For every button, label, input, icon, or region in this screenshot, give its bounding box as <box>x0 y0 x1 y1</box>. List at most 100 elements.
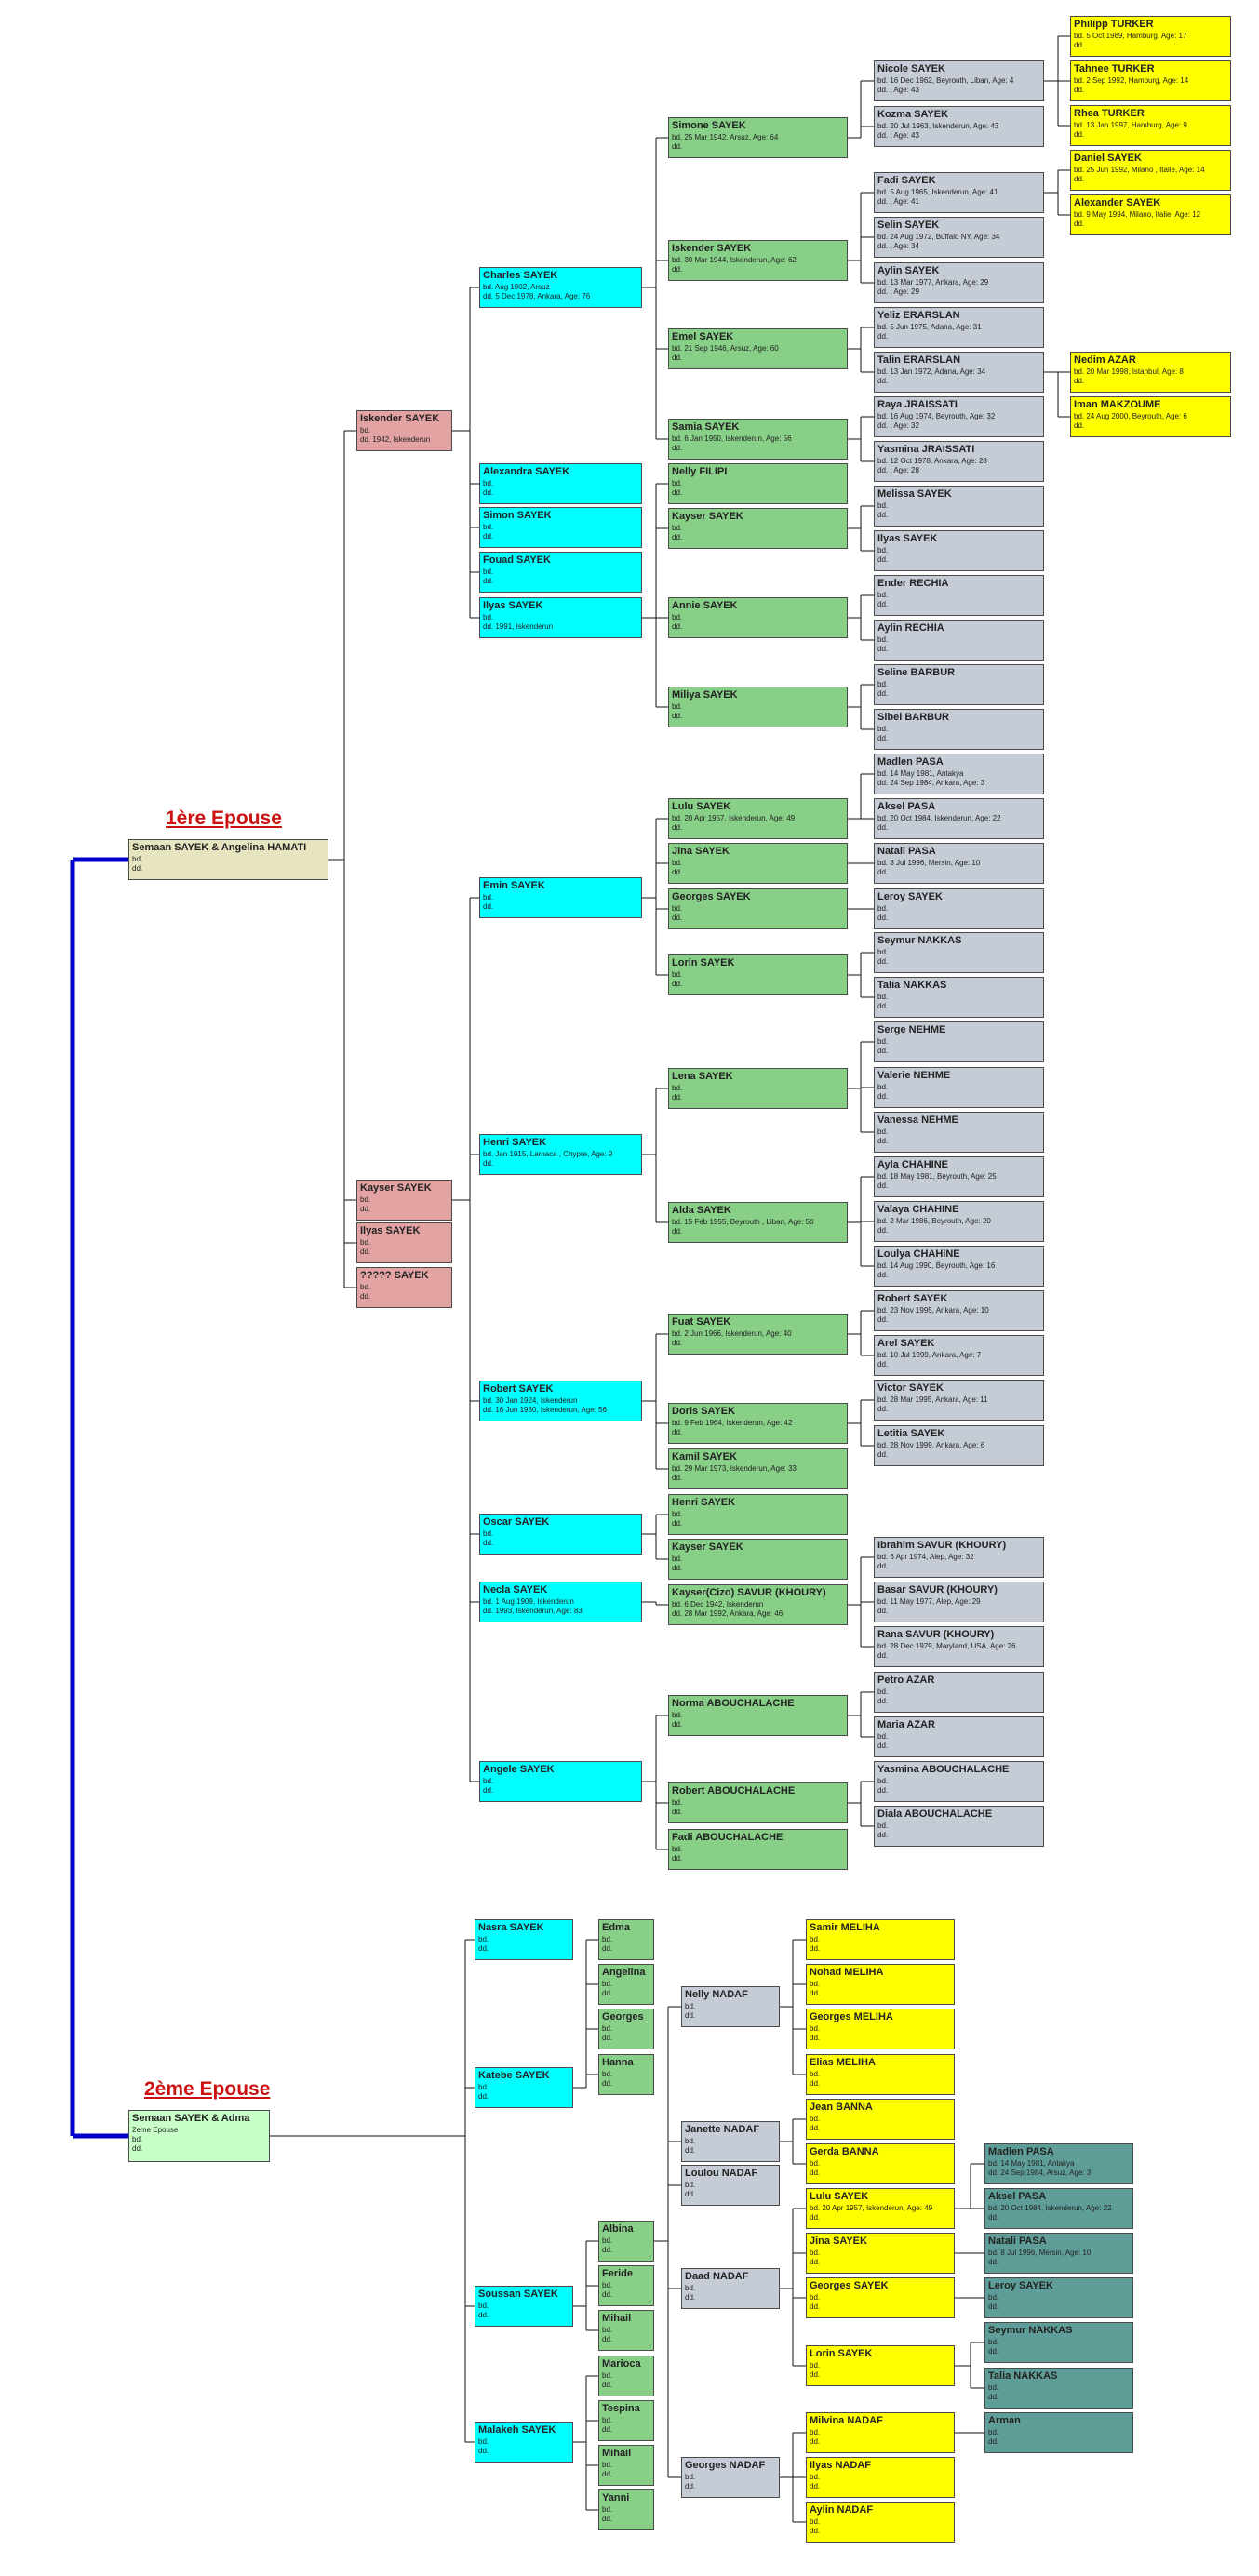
person-card[interactable]: Basar SAVUR (KHOURY)bd. 11 May 1977, Ale… <box>874 1582 1044 1622</box>
person-card[interactable]: Kayser(Cizo) SAVUR (KHOURY)bd. 6 Dec 194… <box>668 1584 848 1625</box>
person-card[interactable]: Rana SAVUR (KHOURY)bd. 28 Dec 1979, Mary… <box>874 1626 1044 1667</box>
person-card[interactable]: Ibrahim SAVUR (KHOURY)bd. 6 Apr 1974, Al… <box>874 1537 1044 1578</box>
